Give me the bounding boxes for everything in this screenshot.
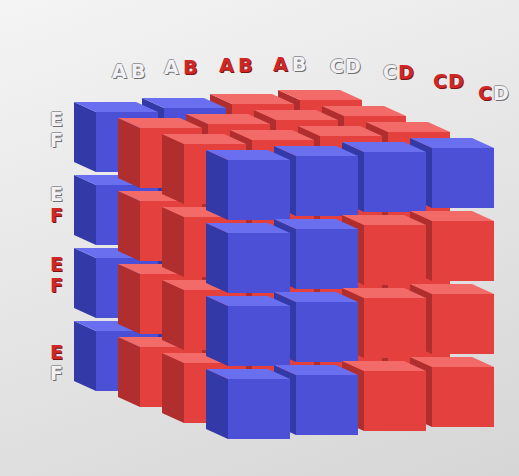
- cube-top: [230, 130, 314, 140]
- axis-letter: C: [478, 84, 492, 103]
- cube-top: [254, 110, 338, 120]
- cube-front: [432, 221, 494, 281]
- cube: [206, 223, 290, 293]
- axis-letter: D: [448, 72, 464, 91]
- cube-top: [206, 369, 290, 379]
- cube-top: [410, 357, 494, 367]
- axis-letter: F: [50, 364, 63, 383]
- axis-letter: E: [50, 110, 63, 129]
- cube-front: [296, 302, 358, 362]
- cube-front: [228, 233, 290, 293]
- cube-top: [298, 126, 382, 136]
- cube-side: [74, 175, 96, 245]
- cube-top: [342, 142, 426, 152]
- axis-letter: A: [219, 56, 234, 75]
- cube-top: [162, 134, 246, 144]
- cube-top: [274, 292, 358, 302]
- axis-letter: D: [398, 63, 414, 82]
- cube-top: [278, 90, 362, 100]
- cube-front: [432, 148, 494, 208]
- cube-top: [118, 118, 202, 128]
- cube-front: [364, 152, 426, 212]
- cube-front: [432, 294, 494, 354]
- cube-front: [228, 306, 290, 366]
- cube-top: [206, 223, 290, 233]
- cube-side: [206, 296, 228, 366]
- cube-top: [274, 146, 358, 156]
- cube-top: [206, 296, 290, 306]
- axis-letter: E: [50, 185, 63, 204]
- cube-top: [206, 150, 290, 160]
- axis-letter: A: [112, 62, 127, 81]
- cube-side: [118, 337, 140, 407]
- cube-front: [364, 225, 426, 285]
- cube-side: [118, 118, 140, 188]
- cube-top: [410, 138, 494, 148]
- cube-front: [296, 229, 358, 289]
- axis-letter: B: [183, 58, 197, 77]
- cube-top: [274, 365, 358, 375]
- cube-side: [162, 207, 184, 277]
- axis-letter: A: [273, 55, 288, 74]
- axis-letter: C: [383, 63, 397, 82]
- axis-letter: C: [330, 57, 344, 76]
- cube-front: [432, 367, 494, 427]
- axis-letter: B: [131, 62, 145, 81]
- axis-letter: A: [164, 58, 179, 77]
- cube-top: [410, 284, 494, 294]
- cube-side: [162, 134, 184, 204]
- axis-letter: C: [433, 72, 447, 91]
- cube-side: [206, 369, 228, 439]
- cube-side: [206, 223, 228, 293]
- axis-letter: E: [50, 255, 63, 274]
- cube-side: [118, 191, 140, 261]
- cube-side: [118, 264, 140, 334]
- cube-side: [74, 102, 96, 172]
- axis-letter: F: [50, 276, 63, 295]
- cube-side: [162, 280, 184, 350]
- cube: [206, 296, 290, 366]
- axis-letter: D: [493, 84, 509, 103]
- cube-top: [342, 215, 426, 225]
- cube-front: [296, 375, 358, 435]
- cube-top: [322, 106, 406, 116]
- cube-top: [142, 98, 226, 108]
- cube-top: [342, 288, 426, 298]
- cube-top: [366, 122, 450, 132]
- cube-side: [206, 150, 228, 220]
- cube-side: [74, 321, 96, 391]
- cube-top: [210, 94, 294, 104]
- axis-letter: F: [50, 206, 63, 225]
- cube-top: [74, 102, 158, 112]
- cube-top: [410, 211, 494, 221]
- cube: [206, 150, 290, 220]
- cube: [206, 369, 290, 439]
- cube-front: [228, 160, 290, 220]
- cube-side: [162, 353, 184, 423]
- axis-letter: E: [50, 343, 63, 362]
- cube-top: [342, 361, 426, 371]
- cube-top: [274, 219, 358, 229]
- cube-front: [364, 371, 426, 431]
- cube-front: [228, 379, 290, 439]
- axis-letter: D: [345, 57, 361, 76]
- cube-side: [74, 248, 96, 318]
- cube-front: [296, 156, 358, 216]
- cube-top: [186, 114, 270, 124]
- axis-letter: B: [292, 55, 306, 74]
- axis-letter: F: [50, 131, 63, 150]
- cube-front: [364, 298, 426, 358]
- axis-letter: B: [238, 56, 252, 75]
